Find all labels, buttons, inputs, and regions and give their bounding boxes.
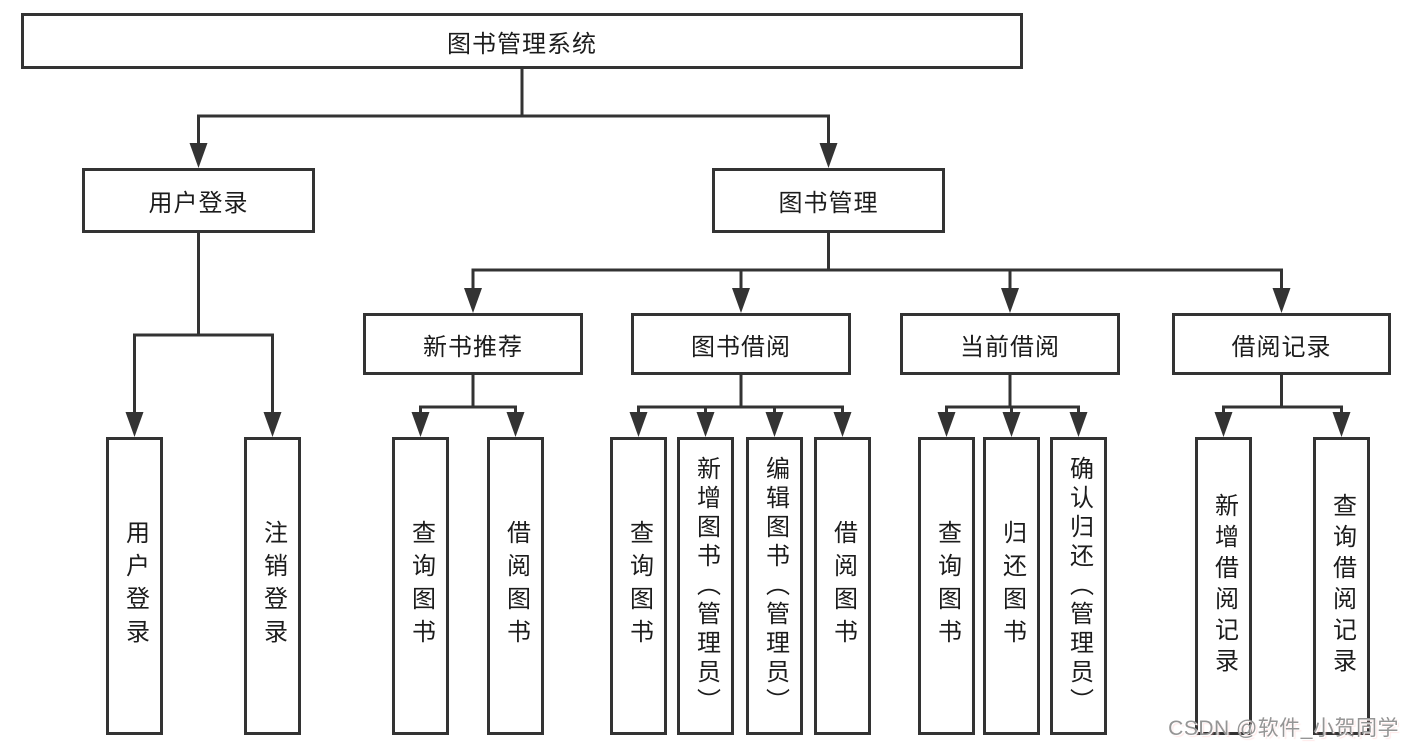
watermark-text: CSDN @软件_小贺同学 — [1168, 717, 1399, 740]
leaf-logout-label: 注销登录 — [259, 520, 287, 652]
leaf-edit-books-admin: 编辑图书（管理员） — [746, 437, 803, 735]
leaf-edit-books-admin-label: 编辑图书（管理员） — [761, 455, 789, 717]
leaf-query-books-recommend-label: 查询图书 — [407, 520, 435, 652]
leaf-add-books-admin-label: 新增图书（管理员） — [692, 455, 720, 717]
node-new-book-recommendation: 新书推荐 — [363, 313, 583, 375]
leaf-confirm-return-admin: 确认归还（管理员） — [1050, 437, 1107, 735]
node-book-management: 图书管理 — [712, 168, 945, 233]
node-book-borrowing: 图书借阅 — [631, 313, 851, 375]
node-current-borrowing: 当前借阅 — [900, 313, 1120, 375]
leaf-query-books-recommend: 查询图书 — [392, 437, 449, 735]
node-user-login: 用户登录 — [82, 168, 315, 233]
leaf-add-books-admin: 新增图书（管理员） — [677, 437, 734, 735]
leaf-user-login: 用户登录 — [106, 437, 163, 735]
leaf-add-borrow-record-label: 新增借阅记录 — [1210, 493, 1238, 679]
leaf-query-borrow-record: 查询借阅记录 — [1313, 437, 1370, 735]
leaf-logout: 注销登录 — [244, 437, 301, 735]
leaf-query-books-current-label: 查询图书 — [933, 520, 961, 652]
leaf-borrow-books-label: 借阅图书 — [829, 520, 857, 652]
leaf-confirm-return-admin-label: 确认归还（管理员） — [1065, 455, 1093, 717]
leaf-return-books: 归还图书 — [983, 437, 1040, 735]
node-library-management-system: 图书管理系统 — [21, 13, 1023, 69]
leaf-query-books-borrowing: 查询图书 — [610, 437, 667, 735]
leaf-add-borrow-record: 新增借阅记录 — [1195, 437, 1252, 735]
leaf-borrow-books: 借阅图书 — [814, 437, 871, 735]
leaf-query-books-current: 查询图书 — [918, 437, 975, 735]
leaf-borrow-books-recommend-label: 借阅图书 — [502, 520, 530, 652]
leaf-query-books-borrowing-label: 查询图书 — [625, 520, 653, 652]
leaf-query-borrow-record-label: 查询借阅记录 — [1328, 493, 1356, 679]
node-borrowing-records: 借阅记录 — [1172, 313, 1391, 375]
leaf-user-login-label: 用户登录 — [121, 520, 149, 652]
leaf-borrow-books-recommend: 借阅图书 — [487, 437, 544, 735]
leaf-return-books-label: 归还图书 — [998, 520, 1026, 652]
